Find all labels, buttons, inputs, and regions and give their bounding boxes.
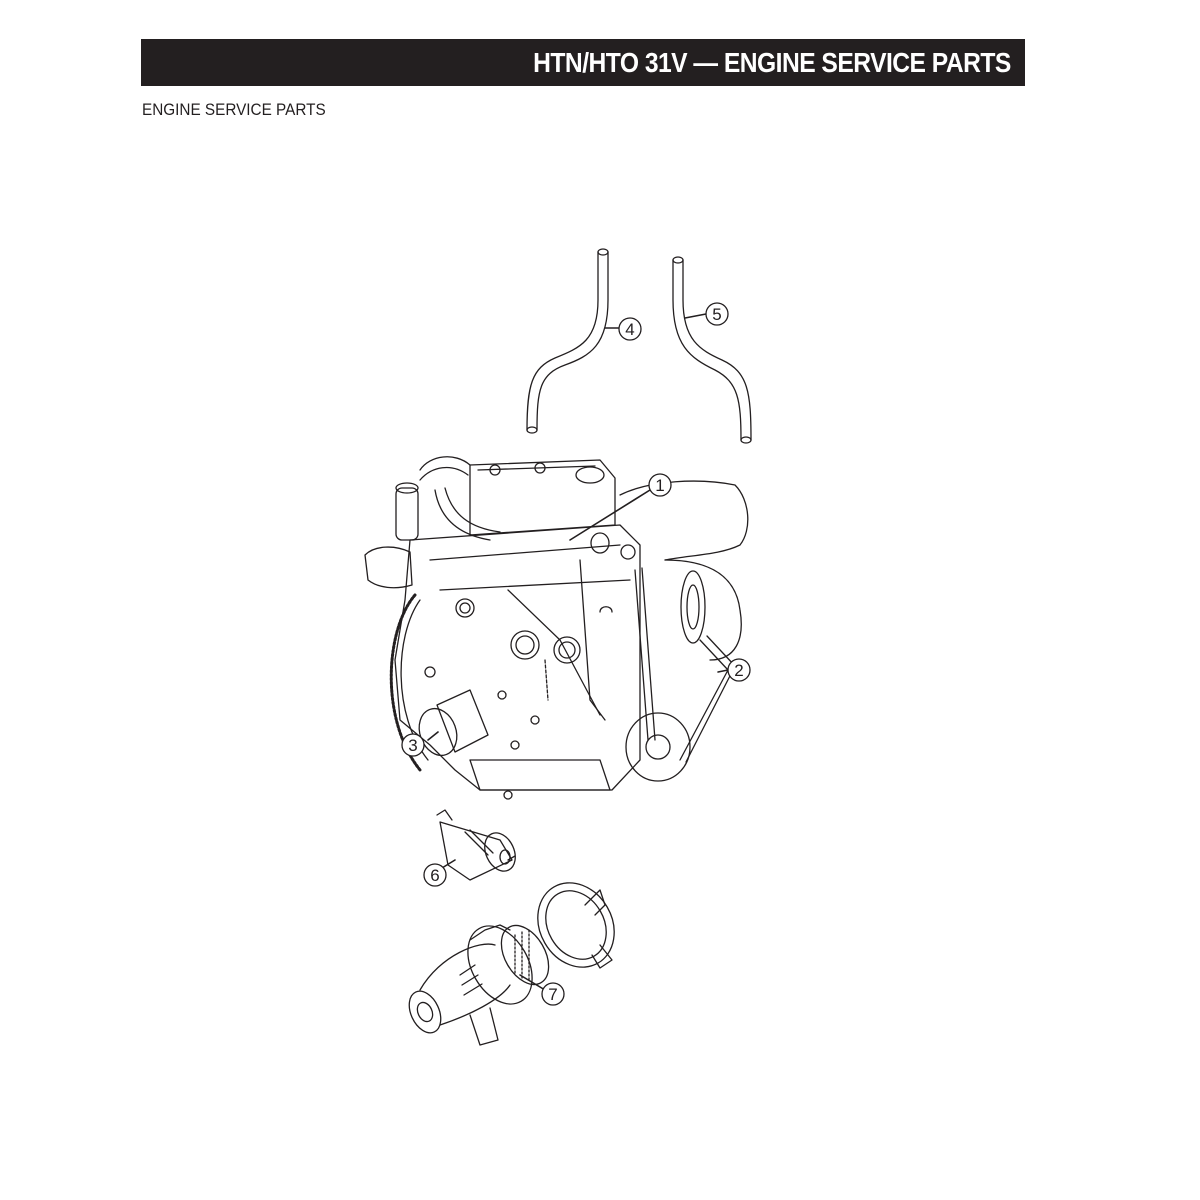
engine-illustration [364, 456, 749, 800]
callout-1: 1 [648, 473, 672, 497]
leader-lines [427, 313, 729, 991]
svg-text:3: 3 [408, 736, 417, 755]
air-filter-illustration [408, 882, 615, 1046]
callout-3: 3 [401, 733, 425, 757]
callout-4: 4 [618, 317, 642, 341]
svg-text:7: 7 [548, 985, 557, 1004]
hose-4-illustration [526, 248, 609, 434]
fuel-filter-illustration [436, 809, 516, 881]
callout-7: 7 [541, 982, 565, 1006]
svg-text:1: 1 [655, 476, 664, 495]
section-label: ENGINE SERVICE PARTS [142, 100, 326, 119]
svg-text:2: 2 [734, 661, 743, 680]
callout-5: 5 [705, 302, 729, 326]
svg-text:4: 4 [625, 320, 634, 339]
page-title: HTN/HTO 31V — ENGINE SERVICE PARTS [533, 47, 1011, 78]
hose-5-illustration [672, 256, 752, 444]
callout-6: 6 [423, 863, 447, 887]
svg-text:5: 5 [712, 305, 721, 324]
header-bar: HTN/HTO 31V — ENGINE SERVICE PARTS [141, 39, 1025, 86]
svg-text:6: 6 [430, 866, 439, 885]
callout-2: 2 [727, 658, 751, 682]
